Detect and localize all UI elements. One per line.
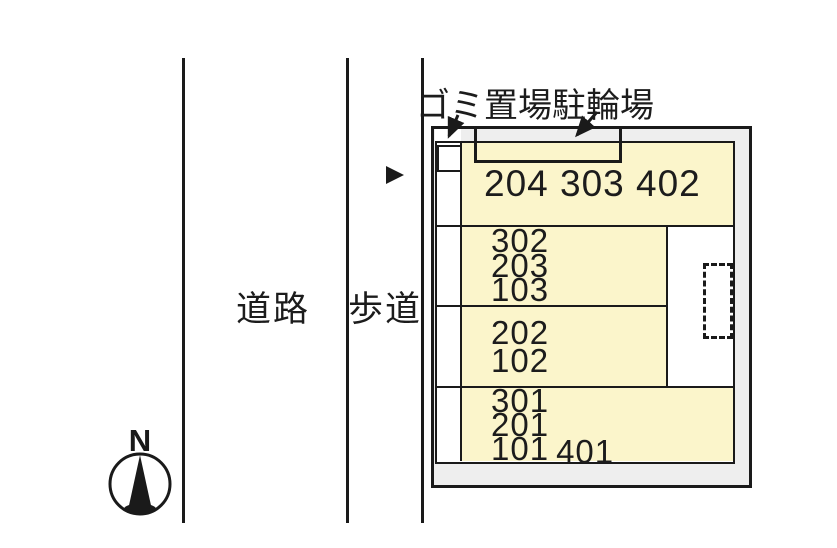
unit-number: 302 [491,222,550,260]
north-compass-icon: N [108,423,172,516]
unit-block-mid-1: 302 203 103 [462,222,666,309]
entrance-marker-icon [386,166,404,184]
unit-number: 202 [491,313,550,351]
sidewalk-label: 歩道 [347,290,422,329]
road-label: 道路 [235,290,310,329]
garbage-arrow-icon [447,114,465,139]
unit-number: 401 [556,432,615,470]
unit-number: 103 [491,271,550,309]
facility-labels: ゴミ置場 駐輪場 [416,86,654,126]
compass-needle [128,455,152,510]
corridor-divider [460,143,462,461]
unit-block-top: 204 303 402 [462,143,733,225]
bicycle-arrow-icon [575,111,599,138]
row-divider [437,305,668,307]
unit-number: 203 [491,246,550,284]
building-floor-area: 204 303 402 302 203 103 202 102 301 201 … [435,141,735,470]
garbage-label: ゴミ置場 [416,87,552,125]
unit-number: 102 [491,341,550,379]
unit-number: 101 [491,429,550,467]
north-label: N [129,423,151,458]
road-boundary-line-middle [346,58,349,523]
unit-divider [666,225,668,388]
bicycle-label: 駐輪場 [552,87,654,125]
bicycle-parking-box [474,126,622,163]
road-boundary-line-right [421,58,424,523]
road-boundary-line-left [182,58,185,523]
unit-number: 201 [491,405,550,443]
label-arrows [447,111,599,139]
unit-numbers-top: 204 303 402 [484,163,701,204]
row-divider [437,386,733,388]
unit-number: 301 [491,381,550,419]
dashed-area-box [703,263,733,339]
row-divider [437,225,733,227]
garbage-area-box [437,145,462,172]
compass-base [124,503,156,515]
unit-block-mid-2: 202 102 [462,307,666,386]
